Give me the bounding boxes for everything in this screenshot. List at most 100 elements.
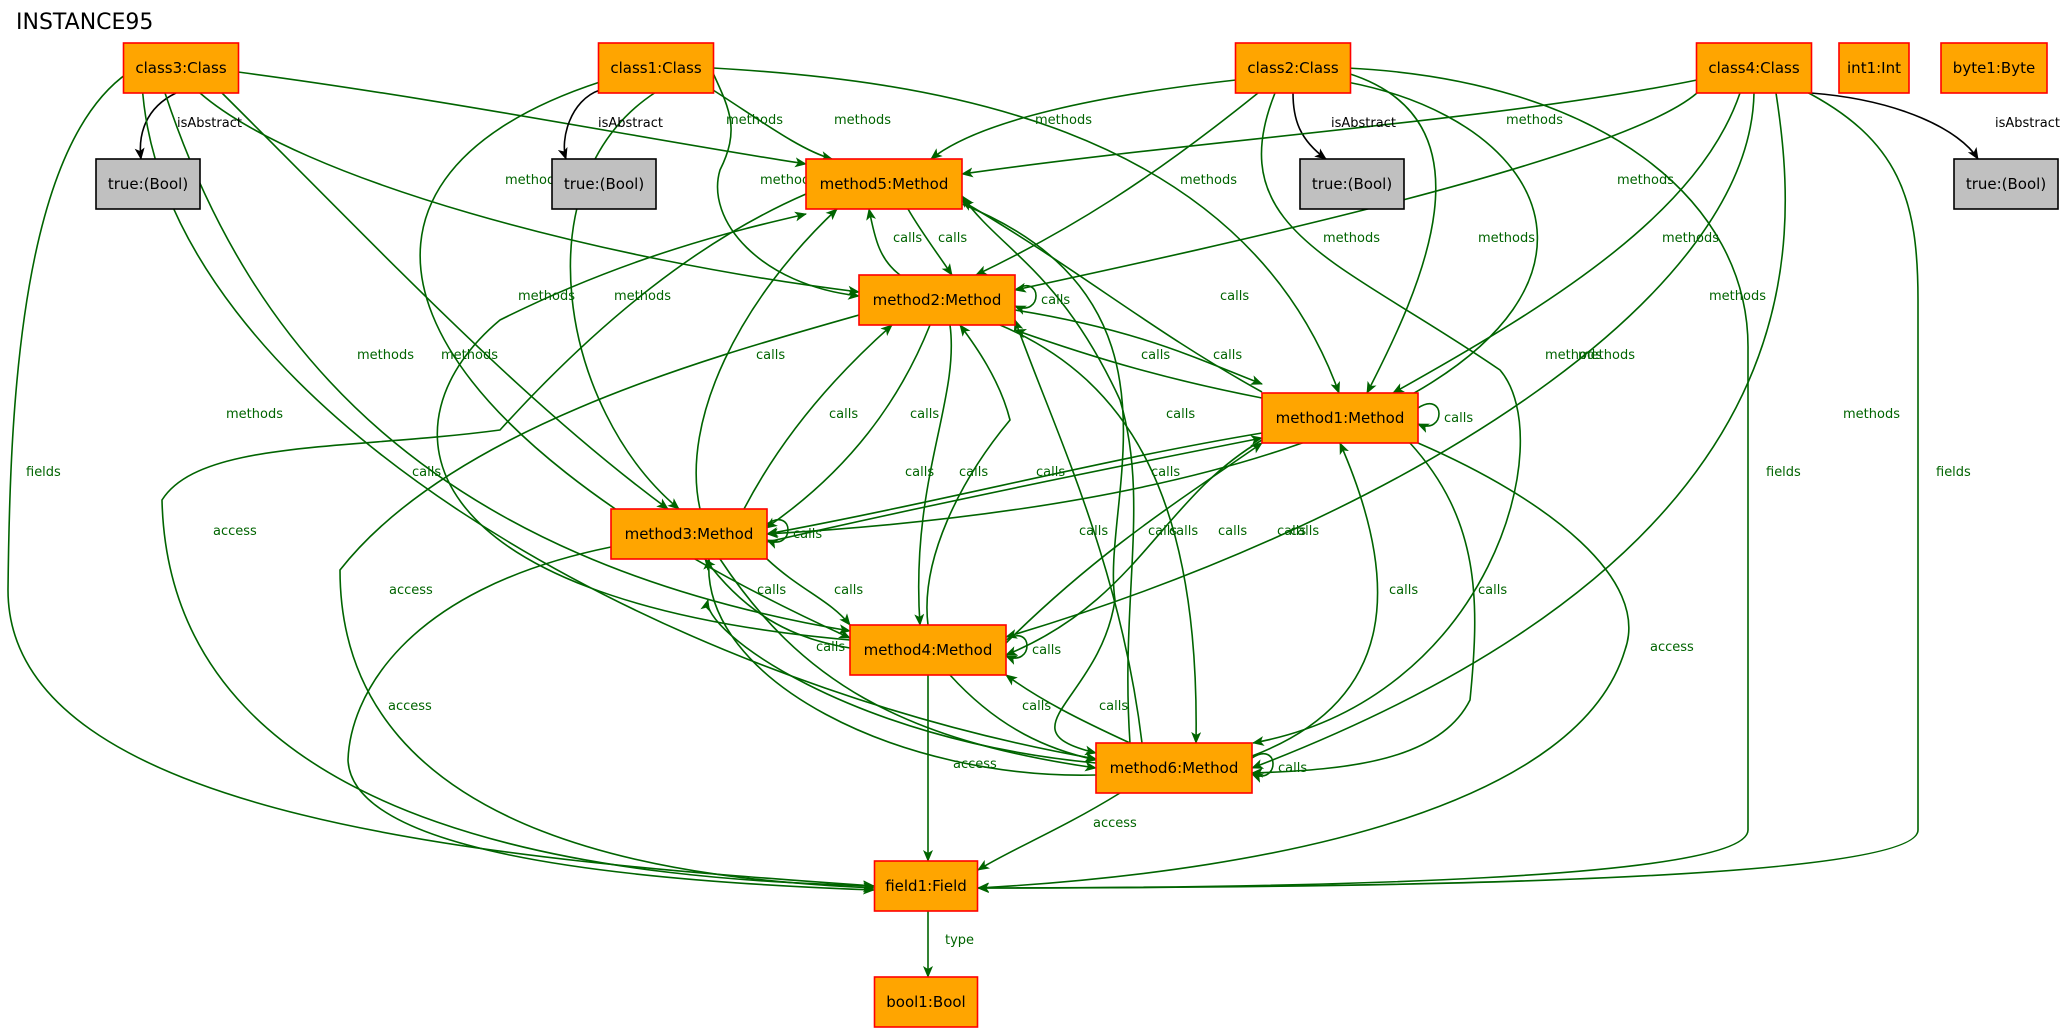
edge-class4-method4 (1005, 92, 1755, 639)
node-box-class4 (1695, 42, 1813, 94)
node-box-method6 (1095, 742, 1253, 794)
node-field1: field1:Field (873, 860, 979, 912)
node-box-true2 (1299, 158, 1405, 210)
edge-label-class4-method6: methods (1843, 407, 1900, 422)
edge-method6-method1 (1251, 442, 1379, 757)
node-label-true1: true:(Bool) (564, 175, 644, 193)
edge-class2-method2 (975, 92, 1259, 276)
node-box-method3 (610, 508, 768, 560)
edge-label-method6-method5: calls (1277, 524, 1306, 539)
edge-method6-method5 (961, 195, 1135, 744)
self-loop-method1 (1417, 403, 1440, 433)
edge-label-class2-method1: methods (1478, 231, 1535, 246)
edge-method4-method1 (1005, 442, 1263, 644)
edge-method2-method4 (914, 324, 953, 626)
edge-label-class4-method5: methods (1506, 113, 1563, 128)
edge-label-method3-method2: calls (829, 407, 858, 422)
edge-class1-true1 (557, 89, 601, 160)
edge-label-method2-method1: calls (1213, 348, 1242, 363)
self-loop-label-method6: calls (1278, 761, 1307, 776)
node-label-method3: method3:Method (625, 525, 754, 543)
node-box-true4 (1953, 158, 2059, 210)
edge-method5-method6 (961, 203, 1125, 756)
edge-label-method5-method6: calls (1166, 407, 1195, 422)
edge-label-class2-method2: methods (1180, 173, 1237, 188)
node-method3: method3:Method (610, 508, 768, 560)
edge-label-class2-method3: methods (1617, 173, 1674, 188)
node-label-class3: class3:Class (135, 59, 226, 77)
edge-method1-method5 (961, 200, 1263, 393)
edge-method2-method6 (999, 324, 1202, 744)
edge-label-method1-method4: calls (1169, 524, 1198, 539)
edge-label-class3-method4: methods (357, 348, 414, 363)
edge-method3-method6 (719, 558, 1097, 772)
edge-label-method4-method5: calls (412, 465, 441, 480)
edge-label-class4-method1: methods (1709, 289, 1766, 304)
node-true1: true:(Bool) (551, 158, 657, 210)
self-loop-label-method1: calls (1444, 411, 1473, 426)
edge-label-class1-method4: methods (441, 348, 498, 363)
edge-label-method5-method2: calls (938, 231, 967, 246)
edge-method4-method2 (926, 324, 1011, 626)
edge-label-method2-method6: calls (1218, 524, 1247, 539)
edge-class3-true3 (134, 92, 177, 160)
node-box-method4 (849, 624, 1007, 676)
edge-class4-true4 (1810, 92, 1979, 160)
node-class2: class2:Class (1234, 42, 1352, 94)
node-box-bool1 (873, 976, 979, 1028)
edge-class3-method3 (221, 92, 669, 510)
edge-label-class4-field1: fields (1936, 465, 1971, 480)
edge-class1-method5 (712, 89, 833, 161)
node-method1: method1:Method (1261, 392, 1419, 444)
edge-method3-method5 (695, 208, 838, 510)
edge-label-method3-method6: calls (816, 640, 845, 655)
self-loop-method3 (766, 519, 789, 549)
edge-method2-method3 (765, 324, 931, 529)
node-method6: method6:Method (1095, 742, 1253, 794)
node-byte1: byte1:Byte (1940, 42, 2048, 94)
self-loop-method2 (1014, 285, 1037, 315)
node-box-int1 (1838, 42, 1910, 94)
edge-class3-method2 (199, 92, 860, 296)
node-label-method6: method6:Method (1110, 759, 1239, 777)
node-label-method2: method2:Method (873, 291, 1002, 309)
node-class3: class3:Class (122, 42, 240, 94)
edge-label-class3-method5: methods (726, 113, 783, 128)
edge-method4-method3 (704, 558, 851, 649)
edge-class1-method3 (569, 91, 680, 510)
node-label-method1: method1:Method (1276, 409, 1405, 427)
node-bool1: bool1:Bool (873, 976, 979, 1028)
edge-label-class3-field1: fields (26, 465, 61, 480)
edge-label-method6-method1: calls (1389, 583, 1418, 598)
edge-label-method4-method6: calls (1022, 699, 1051, 714)
node-box-method5 (805, 158, 963, 210)
edge-class3-method6 (141, 82, 1097, 762)
node-label-true4: true:(Bool) (1966, 175, 2046, 193)
node-box-method2 (858, 274, 1016, 326)
node-label-bool1: bool1:Bool (886, 993, 965, 1011)
diagram-title: INSTANCE95 (16, 10, 154, 35)
edge-method1-method3 (766, 432, 1263, 537)
node-true4: true:(Bool) (1953, 158, 2059, 210)
node-label-method4: method4:Method (864, 641, 993, 659)
edge-label-class1-method2: methods (760, 173, 817, 188)
node-box-byte1 (1940, 42, 2048, 94)
node-true3: true:(Bool) (95, 158, 201, 210)
self-loop-method6 (1251, 753, 1274, 783)
edge-method4-method5 (436, 211, 851, 641)
edge-label-method3-method1: calls (1151, 465, 1180, 480)
edge-class1-method2 (712, 72, 860, 300)
node-box-method1 (1261, 392, 1419, 444)
node-class4: class4:Class (1695, 42, 1813, 94)
edge-method3-method2 (743, 324, 893, 510)
edge-label-method2-method3: calls (910, 407, 939, 422)
node-box-class2 (1234, 42, 1352, 94)
edge-label-method1-method5: calls (1220, 289, 1249, 304)
edge-class4-field1 (977, 89, 1919, 893)
edge-label-method4-method2: calls (959, 465, 988, 480)
edge-label-class3-method3: methods (518, 289, 575, 304)
edge-label-class1-method1: methods (1323, 231, 1380, 246)
edge-label-method4-method3: calls (757, 583, 786, 598)
edge-method1-method4 (1005, 439, 1263, 656)
